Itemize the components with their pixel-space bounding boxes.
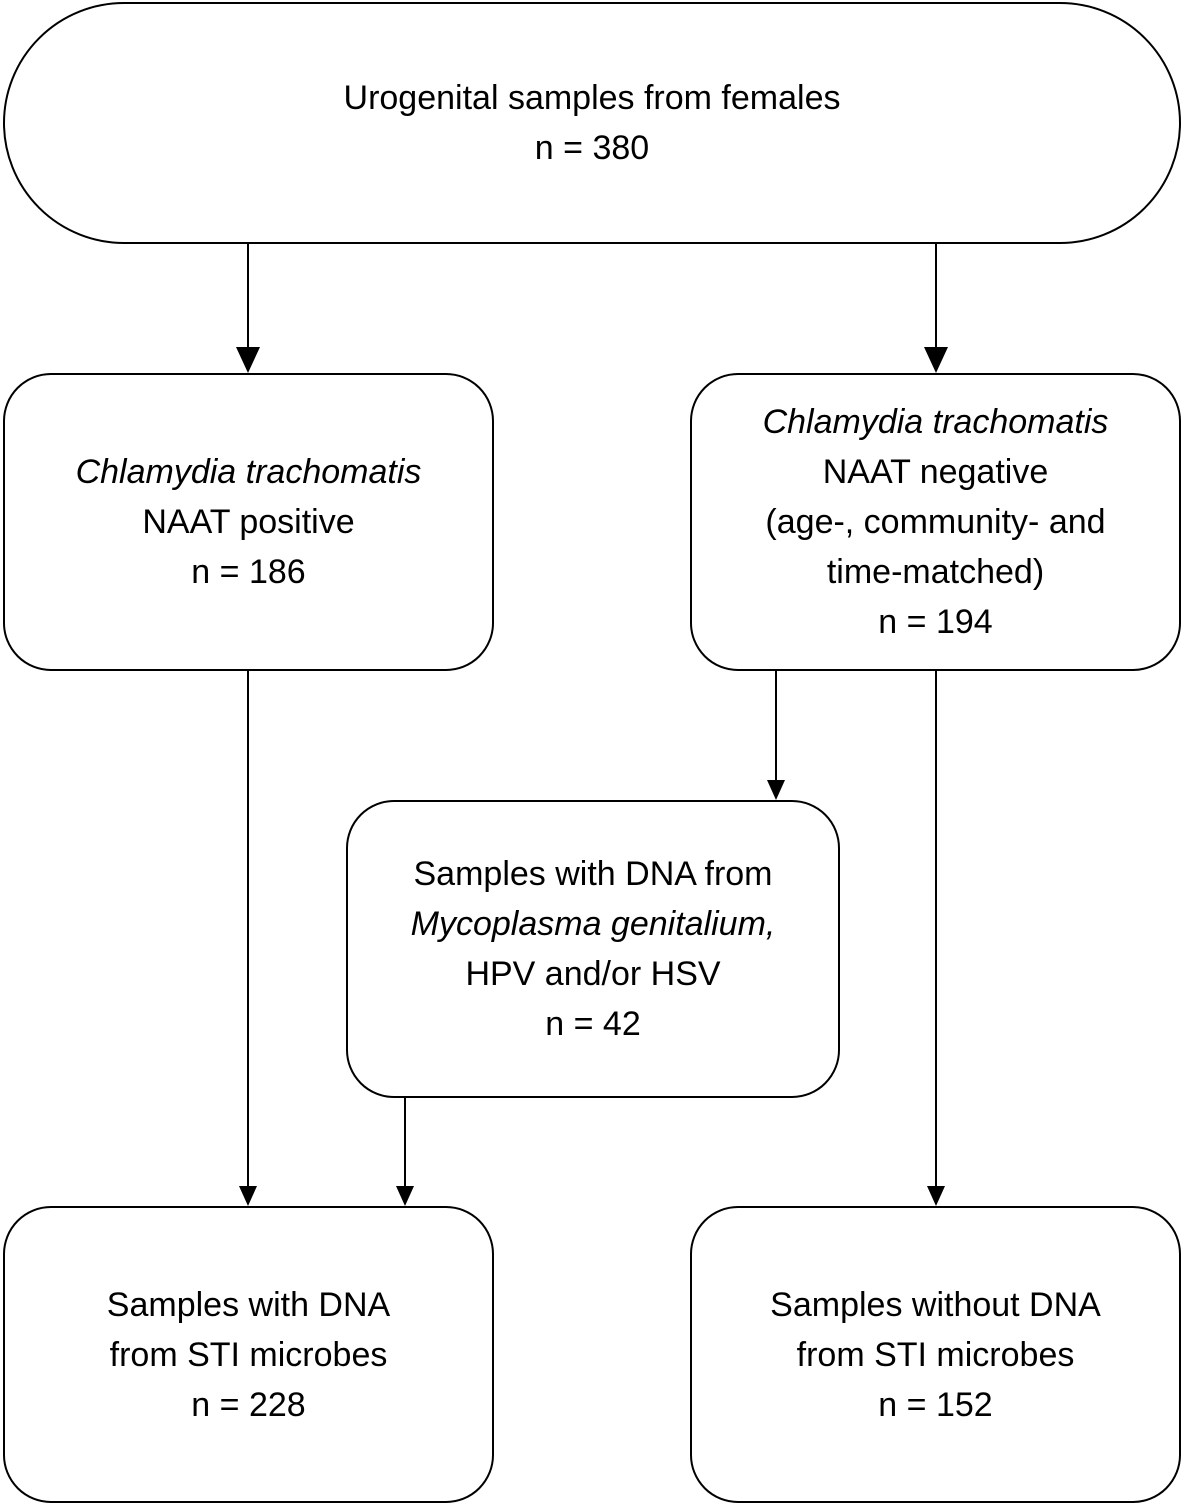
node-organism: Mycoplasma genitalium, (410, 905, 776, 943)
node-label: (age-, community- and (765, 503, 1106, 541)
node-label: HPV and/or HSV (465, 955, 721, 993)
node-urogenital-samples: Urogenital samples from females n = 380 (3, 2, 1181, 244)
node-other-sti-dna: Samples with DNA from Mycoplasma genital… (346, 800, 840, 1098)
node-organism: Chlamydia trachomatis (75, 453, 422, 491)
node-label: Samples with DNA (106, 1285, 391, 1324)
node-label: Samples with DNA from (413, 855, 773, 893)
node-label: time-matched) (826, 553, 1045, 591)
node-with-sti-dna: Samples with DNA from STI microbes n = 2… (3, 1206, 494, 1503)
node-count: n = 228 (191, 1385, 306, 1424)
node-label: from STI microbes (796, 1335, 1075, 1374)
arrowhead-positive (236, 347, 260, 373)
arrowhead-without-dna (927, 1186, 945, 1206)
arrowhead-with-dna-right (396, 1186, 414, 1206)
arrowhead-other-sti (767, 780, 785, 800)
node-label: Urogenital samples from females (343, 79, 841, 117)
node-without-sti-dna: Samples without DNA from STI microbes n … (690, 1206, 1181, 1503)
arrowhead-negative (924, 347, 948, 373)
node-label: NAAT negative (822, 453, 1049, 491)
node-count: n = 186 (191, 553, 306, 591)
node-label: NAAT positive (142, 503, 355, 541)
arrowhead-with-dna-left (239, 1186, 257, 1206)
node-naat-positive: Chlamydia trachomatis NAAT positive n = … (3, 373, 494, 671)
node-naat-negative: Chlamydia trachomatis NAAT negative (age… (690, 373, 1181, 671)
node-count: n = 194 (878, 603, 993, 641)
node-count: n = 380 (534, 129, 650, 167)
node-label: from STI microbes (109, 1335, 388, 1374)
node-label: Samples without DNA (770, 1285, 1101, 1324)
node-organism: Chlamydia trachomatis (762, 403, 1109, 441)
node-count: n = 42 (545, 1005, 641, 1043)
node-count: n = 152 (878, 1385, 993, 1424)
